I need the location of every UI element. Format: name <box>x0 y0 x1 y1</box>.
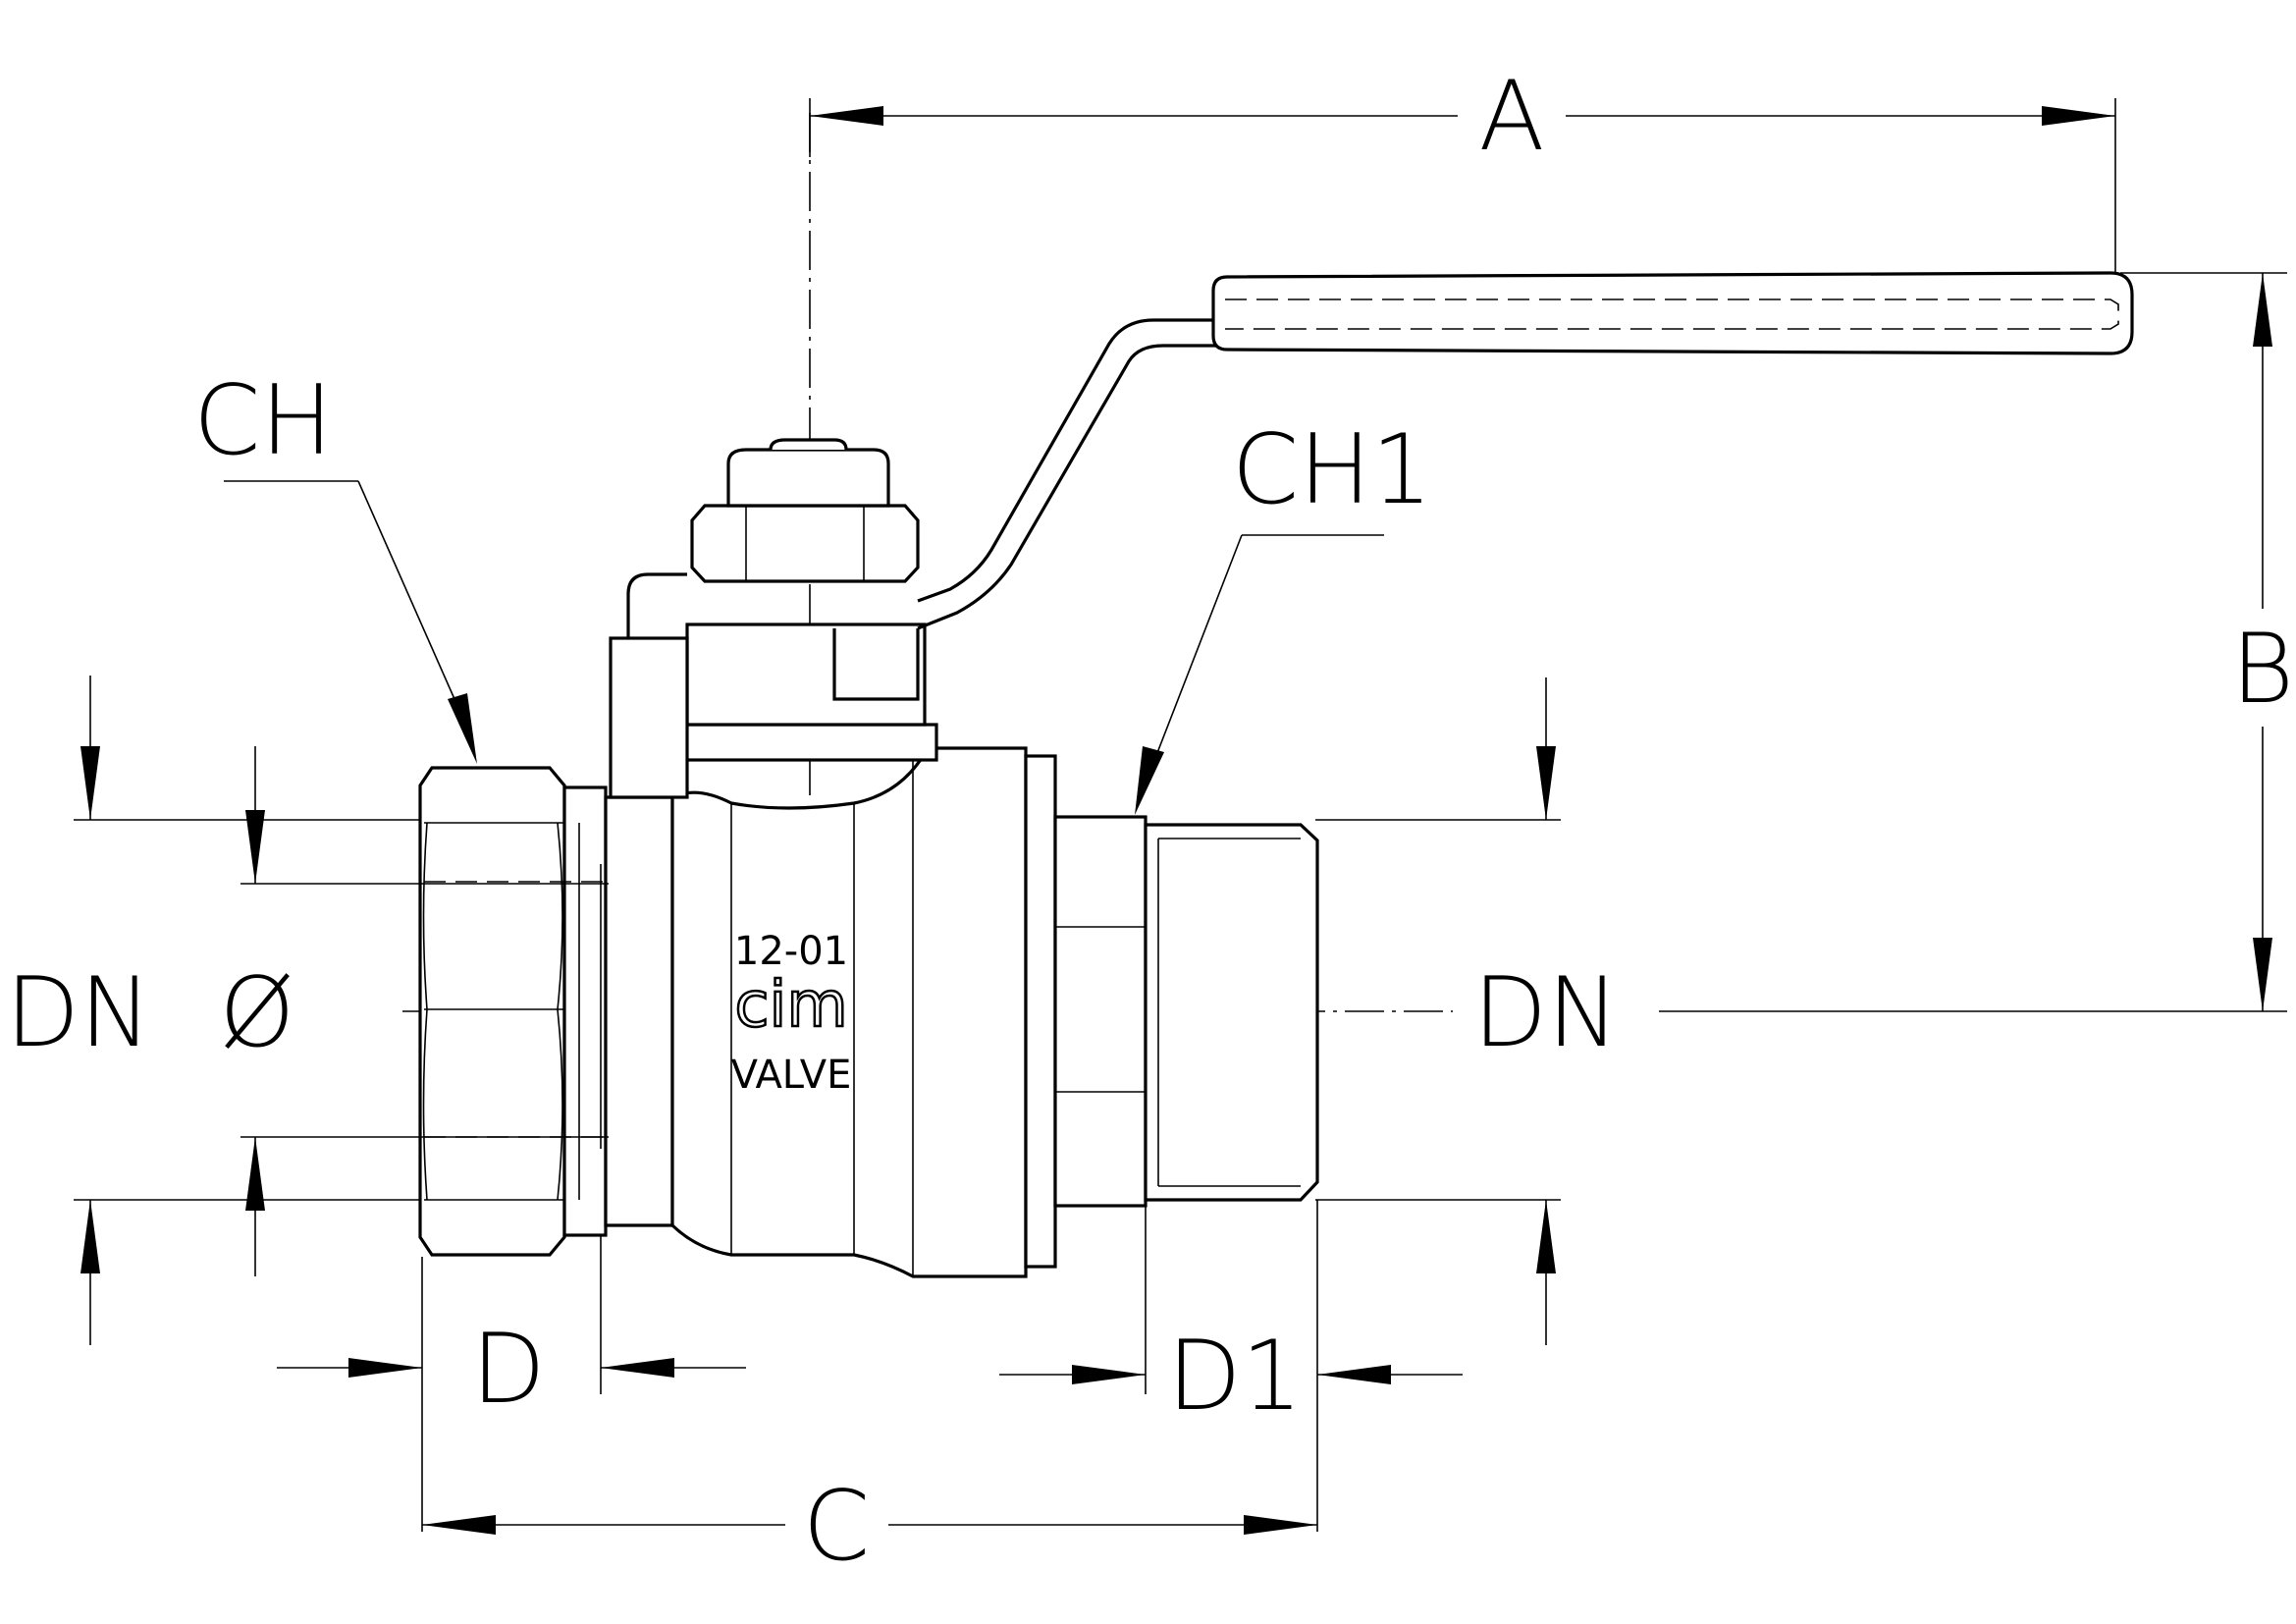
dimension-D1 <box>999 1200 1463 1532</box>
valve-body <box>418 746 1319 1278</box>
label-D: D <box>471 1314 545 1426</box>
marking-code: 12-01 <box>734 929 848 974</box>
dimension-D <box>277 1235 746 1532</box>
label-C: C <box>803 1471 870 1583</box>
label-B: B <box>2231 614 2294 726</box>
label-DN-right: DN <box>1473 957 1620 1069</box>
marking-word: VALVE <box>731 1053 852 1098</box>
label-DN-left: DN <box>6 957 152 1069</box>
dimension-C <box>422 1515 1317 1535</box>
dimension-DN-right <box>1315 677 1561 1345</box>
label-phi: Ø <box>219 957 294 1069</box>
label-CH1: CH1 <box>1232 414 1432 526</box>
label-CH: CH <box>193 365 333 477</box>
valve-stem-and-nut <box>609 438 938 799</box>
body-marking: 12-01 cim VALVE <box>731 929 852 1098</box>
dimension-B <box>2120 272 2287 1011</box>
marking-logo: cim <box>734 969 847 1042</box>
label-A: A <box>1478 61 1544 173</box>
label-D1: D1 <box>1167 1321 1303 1433</box>
valve-handle-lever <box>832 271 2134 701</box>
dimension-phi <box>240 746 609 1276</box>
leader-CH <box>224 480 477 764</box>
dimension-A <box>809 98 2116 273</box>
leader-CH1 <box>1135 534 1384 815</box>
